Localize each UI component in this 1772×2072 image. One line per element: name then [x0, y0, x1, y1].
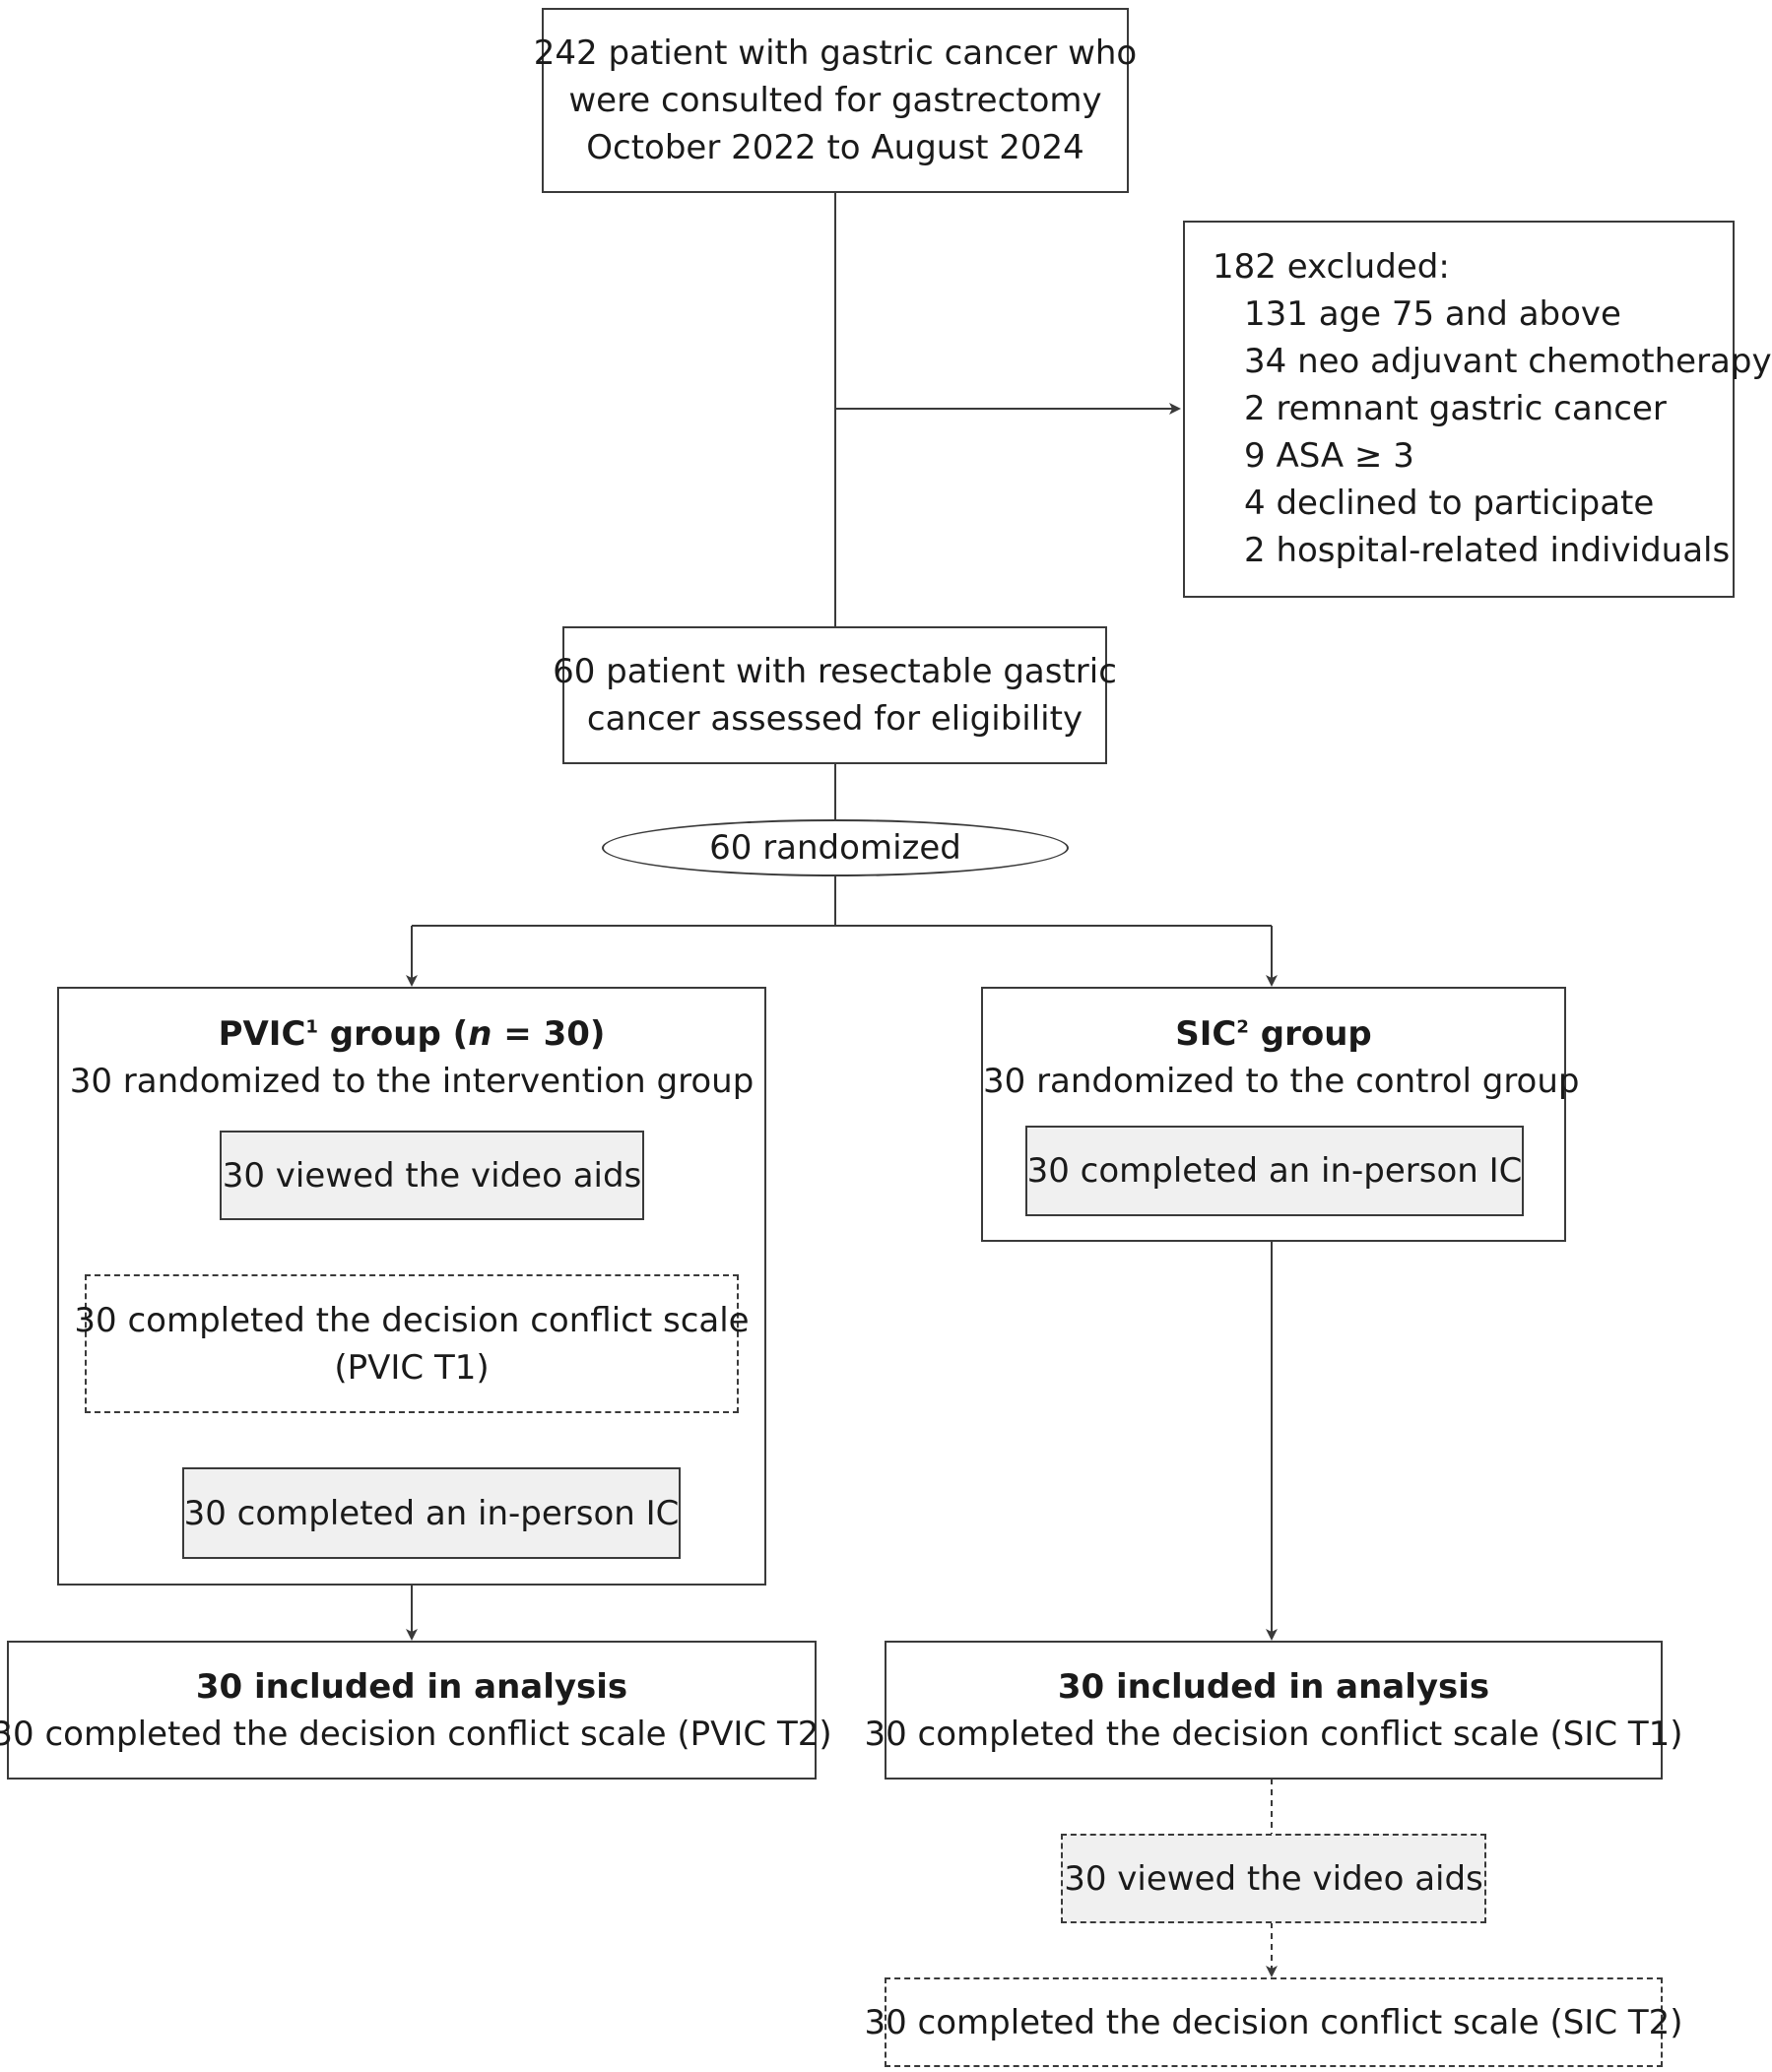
pvic-scale-line-1: 30 completed the decision conflict scale	[74, 1300, 750, 1340]
sic-footnote-marker: 2	[1236, 1016, 1249, 1038]
randomized-label: 60 randomized	[709, 828, 961, 868]
excluded-item: 131 age 75 and above	[1244, 294, 1621, 334]
pvic-group-subtitle: 30 randomized to the intervention group	[69, 1062, 755, 1101]
sic-group-suffix: group	[1248, 1014, 1372, 1054]
excluded-item: 2 hospital-related individuals	[1244, 531, 1731, 570]
sic-analysis-title: 30 included in analysis	[1057, 1666, 1490, 1707]
enrollment-line-3: October 2022 to August 2024	[586, 128, 1084, 167]
sic-scale-t2-label: 30 completed the decision conflict scale…	[864, 2002, 1683, 2042]
sic-video-box: 30 viewed the video aids	[1061, 1834, 1486, 1923]
sic-analysis-subtitle: 30 completed the decision conflict scale…	[864, 1714, 1683, 1754]
pvic-analysis-box: 30 included in analysis 30 completed the…	[0, 1641, 832, 1780]
excluded-title: 182 excluded:	[1213, 247, 1450, 287]
excluded-item: 2 remnant gastric cancer	[1244, 389, 1667, 428]
excluded-box: 182 excluded: 131 age 75 and above 34 ne…	[1183, 221, 1772, 598]
pvic-scale-t1-box: 30 completed the decision conflict scale…	[74, 1274, 750, 1413]
pvic-n-value: = 30)	[492, 1014, 606, 1054]
pvic-n-symbol: n	[468, 1014, 492, 1054]
pvic-scale-line-2: (PVIC T1)	[334, 1347, 490, 1388]
pvic-ic-box: 30 completed an in-person IC	[182, 1467, 681, 1559]
excluded-item: 34 neo adjuvant chemotherapy	[1244, 342, 1772, 381]
pvic-group-name: PVIC	[218, 1014, 306, 1054]
pvic-ic-label: 30 completed an in-person IC	[183, 1493, 680, 1533]
sic-scale-t2-box: 30 completed the decision conflict scale…	[864, 1977, 1683, 2067]
randomized-ellipse: 60 randomized	[602, 819, 1069, 876]
enrollment-line-1: 242 patient with gastric cancer who	[533, 33, 1138, 73]
enrollment-line-2: were consulted for gastrectomy	[568, 81, 1102, 120]
pvic-footnote-marker: 1	[305, 1016, 318, 1038]
pvic-video-box: 30 viewed the video aids	[220, 1131, 644, 1220]
sic-analysis-box: 30 included in analysis 30 completed the…	[864, 1641, 1683, 1780]
excluded-item: 4 declined to participate	[1244, 484, 1655, 523]
excluded-item: 9 ASA ≥ 3	[1244, 436, 1414, 476]
sic-video-label: 30 viewed the video aids	[1064, 1858, 1483, 1899]
sic-ic-label: 30 completed an in-person IC	[1026, 1151, 1523, 1191]
sic-ic-box: 30 completed an in-person IC	[1025, 1126, 1524, 1216]
sic-group-subtitle: 30 randomized to the control group	[983, 1062, 1580, 1101]
sic-group-title: SIC2 group	[983, 1010, 1564, 1058]
enrollment-box: 242 patient with gastric cancer who were…	[534, 8, 1137, 193]
pvic-analysis-subtitle: 30 completed the decision conflict scale…	[0, 1714, 832, 1754]
pvic-video-label: 30 viewed the video aids	[222, 1155, 642, 1196]
pvic-analysis-title: 30 included in analysis	[195, 1666, 628, 1707]
eligibility-line-1: 60 patient with resectable gastric	[553, 652, 1117, 691]
eligibility-box: 60 patient with resectable gastric cance…	[553, 626, 1117, 764]
sic-group-name: SIC	[1175, 1014, 1237, 1054]
pvic-group-title: PVIC1 group (n = 30)	[59, 1010, 764, 1058]
pvic-group-suffix: group (	[317, 1014, 469, 1054]
eligibility-line-2: cancer assessed for eligibility	[586, 699, 1083, 739]
